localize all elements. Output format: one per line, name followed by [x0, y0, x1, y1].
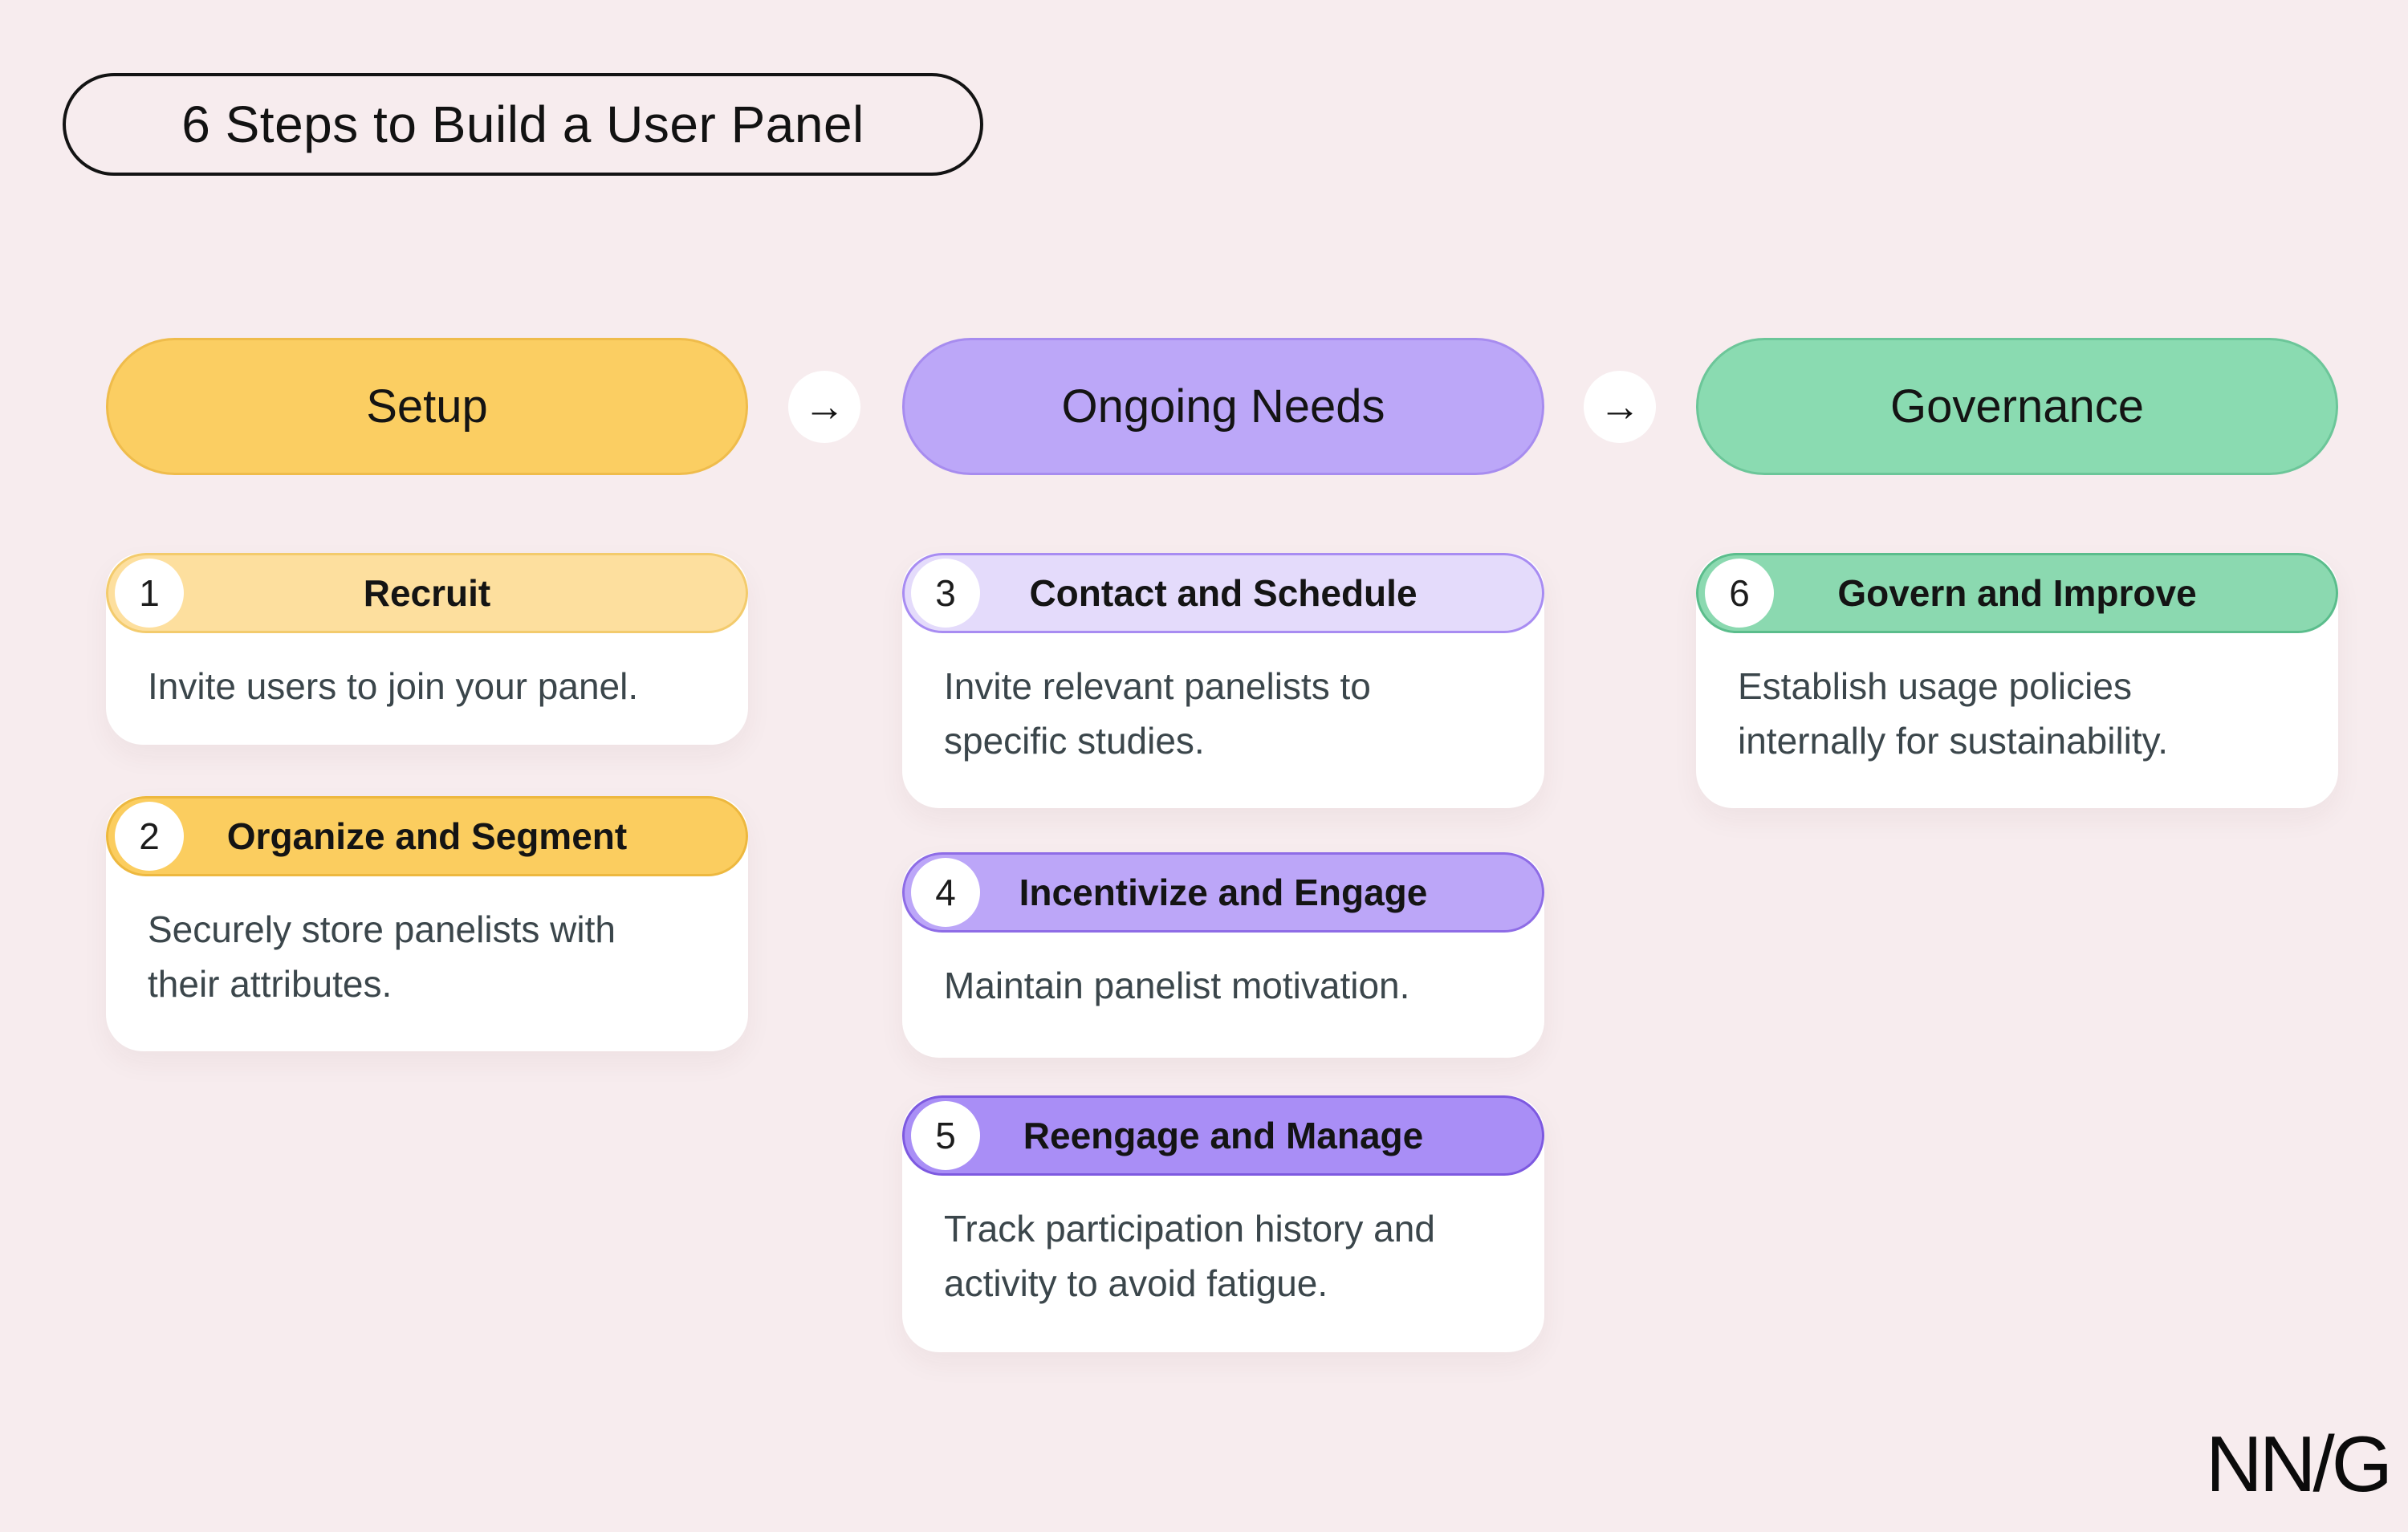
- step-title: Incentivize and Engage: [1019, 872, 1428, 913]
- step-header-pill: 6 Govern and Improve: [1696, 553, 2338, 633]
- step-number-badge: 3: [911, 559, 980, 628]
- step-number: 4: [935, 872, 956, 913]
- step-description: Securely store panelists with their attr…: [148, 908, 616, 1005]
- nng-logo-text: NN/G: [2206, 1420, 2393, 1508]
- step-description: Track participation history and activity…: [944, 1208, 1435, 1304]
- step-number: 3: [935, 572, 956, 614]
- column-label: Ongoing Needs: [1061, 380, 1385, 433]
- step-header-pill: 3 Contact and Schedule: [902, 553, 1544, 633]
- step-number: 6: [1729, 572, 1750, 614]
- step-description: Invite relevant panelists to specific st…: [944, 665, 1371, 762]
- step-header-pill: 2 Organize and Segment: [106, 796, 748, 876]
- step-number: 1: [139, 572, 160, 614]
- page-title-text: 6 Steps to Build a User Panel: [181, 95, 864, 153]
- step-title: Recruit: [363, 572, 491, 614]
- step-card-recruit: 1 Recruit Invite users to join your pane…: [106, 553, 748, 745]
- arrow-glyph: →: [803, 384, 845, 430]
- step-number-badge: 1: [115, 559, 184, 628]
- column-header-setup: Setup: [106, 338, 748, 475]
- step-card-govern-and-improve: 6 Govern and Improve Establish usage pol…: [1696, 553, 2338, 808]
- step-card-organize-and-segment: 2 Organize and Segment Securely store pa…: [106, 796, 748, 1051]
- step-header-pill: 1 Recruit: [106, 553, 748, 633]
- step-number: 2: [139, 815, 160, 857]
- step-card-contact-and-schedule: 3 Contact and Schedule Invite relevant p…: [902, 553, 1544, 808]
- step-number-badge: 5: [911, 1101, 980, 1170]
- column-header-governance: Governance: [1696, 338, 2338, 475]
- page-title: 6 Steps to Build a User Panel: [63, 73, 983, 176]
- step-number-badge: 2: [115, 802, 184, 871]
- step-title: Reengage and Manage: [1023, 1115, 1424, 1156]
- step-number-badge: 6: [1705, 559, 1774, 628]
- step-card-reengage-and-manage: 5 Reengage and Manage Track participatio…: [902, 1095, 1544, 1352]
- arrow-right-icon: →: [788, 371, 860, 443]
- step-number: 5: [935, 1115, 956, 1156]
- arrow-glyph: →: [1599, 384, 1641, 430]
- column-label: Setup: [366, 380, 488, 433]
- step-card-incentivize-and-engage: 4 Incentivize and Engage Maintain paneli…: [902, 852, 1544, 1058]
- step-title: Contact and Schedule: [1029, 572, 1418, 614]
- column-header-ongoing-needs: Ongoing Needs: [902, 338, 1544, 475]
- step-title: Organize and Segment: [226, 815, 628, 857]
- arrow-right-icon: →: [1584, 371, 1656, 443]
- step-description: Maintain panelist motivation.: [944, 965, 1410, 1006]
- step-number-badge: 4: [911, 858, 980, 927]
- step-description: Establish usage policies internally for …: [1738, 665, 2169, 762]
- step-title: Govern and Improve: [1837, 572, 2197, 614]
- step-header-pill: 4 Incentivize and Engage: [902, 852, 1544, 933]
- step-description: Invite users to join your panel.: [148, 665, 639, 707]
- column-label: Governance: [1890, 380, 2144, 433]
- nng-logo: NN/G: [2206, 1419, 2393, 1510]
- step-header-pill: 5 Reengage and Manage: [902, 1095, 1544, 1176]
